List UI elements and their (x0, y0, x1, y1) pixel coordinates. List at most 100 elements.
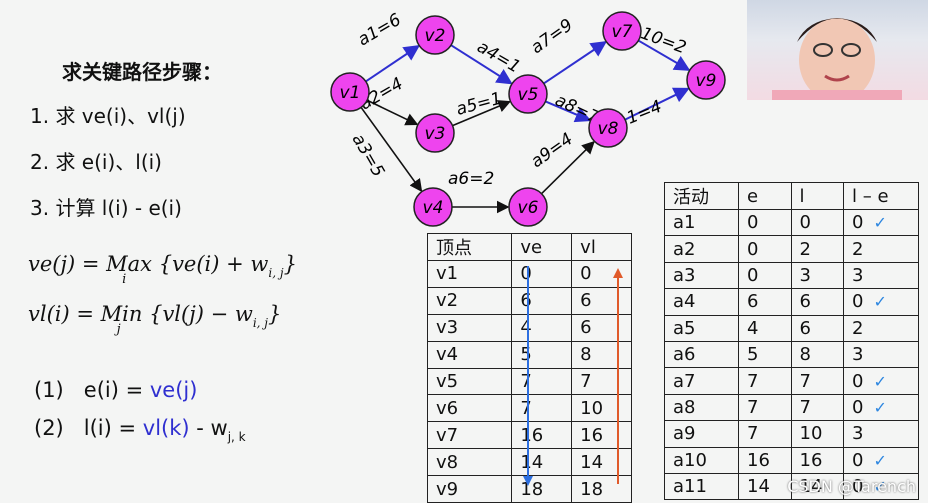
edge-label: a4=1 (474, 37, 524, 77)
table-cell: a5 (663, 314, 740, 342)
edge-label: a3=5 (348, 131, 388, 181)
table-cell: 6 (571, 313, 632, 342)
edge-label: a7=9 (527, 15, 576, 58)
table-cell: 18 (511, 475, 573, 503)
table-cell: 7 (571, 367, 632, 396)
table-cell: v7 (426, 421, 513, 450)
node-v2 (415, 15, 455, 55)
vl-close: } (268, 302, 282, 326)
edge-a5 (452, 100, 512, 127)
table-cell: v3 (426, 313, 513, 342)
edge-a7 (543, 41, 608, 85)
table-cell: 0 (738, 208, 792, 237)
aoe-graph: a1=6a2=4a3=5a4=1a5=1a6=2a7=9a8=7a9=4a10=… (330, 10, 726, 227)
node-label: v8 (598, 119, 619, 139)
check-icon: ✓ (873, 477, 887, 497)
csdn-watermark: CSDN @Tarench (787, 477, 916, 496)
node-label: v5 (518, 85, 539, 105)
table-cell: 16 (790, 446, 845, 474)
table-cell: 6 (790, 314, 845, 342)
table-cell: 7 (738, 367, 792, 395)
table-cell: v8 (426, 448, 513, 477)
ve-lhs: ve(j) = (28, 252, 107, 276)
node-label: v7 (612, 22, 633, 42)
table-cell: 14 (738, 472, 792, 501)
table-cell: 7 (738, 393, 792, 422)
table-cell: a1 (663, 208, 740, 237)
table-cell: 0 (738, 261, 792, 290)
table-cell: a6 (663, 340, 740, 369)
edge-label: a6=2 (448, 169, 494, 189)
step-2: 2. 求 e(i)、l(i) (30, 150, 162, 174)
table-cell: a8 (663, 393, 740, 422)
ve-close: } (283, 252, 297, 276)
table-cell: 0✓ (843, 472, 919, 501)
check-icon: ✓ (873, 450, 887, 470)
table-cell: v2 (426, 286, 513, 315)
table-cell: 3 (843, 420, 919, 448)
edge-a11 (624, 87, 690, 121)
table-cell: 2 (843, 314, 919, 342)
node-v5 (508, 74, 548, 114)
table-cell: 6 (790, 288, 845, 316)
table-cell: 0 (571, 260, 632, 288)
activity-table-header: e (738, 182, 792, 210)
node-v1 (330, 72, 370, 112)
table-cell: 10 (790, 420, 845, 448)
node-label: v6 (518, 198, 539, 218)
check-icon: ✓ (873, 213, 887, 233)
node-label: v3 (425, 124, 446, 144)
table-cell: 7 (511, 367, 573, 396)
node-v7 (602, 11, 642, 51)
presenter-video (747, 0, 928, 100)
check-icon: ✓ (873, 397, 887, 417)
table-cell: 3 (843, 340, 919, 369)
table-cell: 0✓ (843, 446, 919, 474)
table-cell: 14 (790, 472, 845, 501)
node-label: v2 (425, 26, 446, 46)
table-cell: a7 (663, 367, 740, 395)
edge-a9 (540, 140, 595, 195)
table-cell: 6 (738, 288, 792, 316)
vl-lhs: vl(i) = (28, 302, 101, 326)
vertex-table-header: ve (511, 233, 573, 261)
table-cell: a2 (663, 235, 740, 263)
edge-a8 (545, 100, 592, 123)
vl-rhs: {vl(j) − w (149, 302, 253, 326)
activity-table-header: l – e (843, 182, 919, 210)
rule-1-rhs: ve(j) (149, 378, 198, 402)
node-v6 (508, 187, 548, 227)
rule-1-number: (1) (34, 378, 64, 402)
max-index: i (122, 272, 127, 287)
step-3: 3. 计算 l(i) - e(i) (30, 196, 182, 220)
backward-arrow-head (613, 268, 623, 278)
table-arrows (523, 266, 623, 486)
table-cell: 10 (571, 394, 632, 423)
table-cell: 16 (571, 421, 632, 450)
table-cell: 0 (790, 208, 845, 237)
step-1: 1. 求 ve(i)、vl(j) (30, 104, 186, 128)
edge-a10 (637, 39, 691, 71)
table-cell: 5 (511, 340, 573, 369)
table-cell: 2 (790, 235, 845, 263)
table-cell: 4 (738, 314, 792, 342)
table-cell: 7 (790, 367, 845, 395)
min-op-text: Min (100, 302, 143, 326)
vl-subscript: i, j (252, 316, 269, 330)
